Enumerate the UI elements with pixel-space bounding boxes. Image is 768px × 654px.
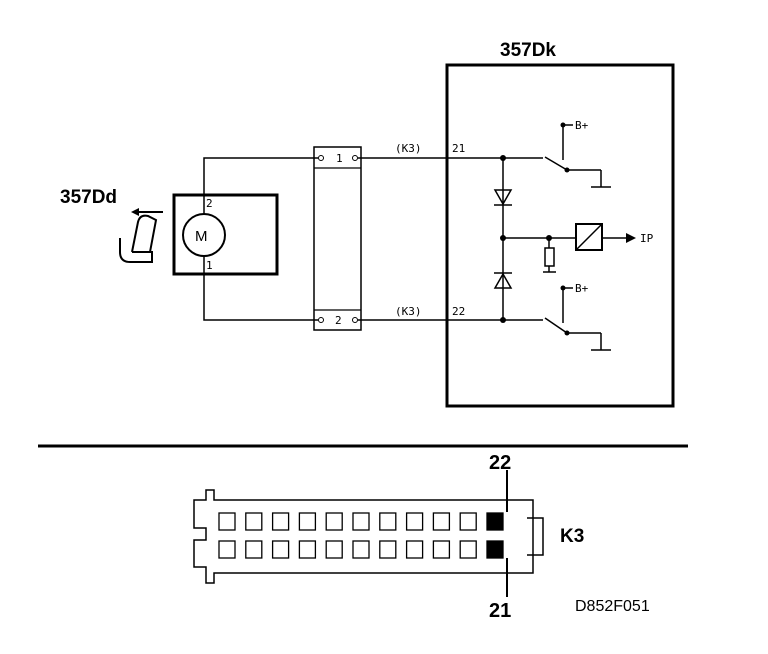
pin-cavity (352, 540, 370, 559)
connector-name-label: K3 (560, 526, 584, 547)
diode-bottom (493, 272, 513, 289)
pin-cavity (325, 512, 343, 531)
seat-icon (119, 214, 158, 263)
motor-symbol-label: M (195, 228, 208, 245)
control-unit-title: 357Dk (500, 40, 556, 61)
pin-cavity (459, 512, 477, 531)
connector-pin-grid (218, 512, 504, 559)
pin-cavity (325, 540, 343, 559)
pin-cavity (459, 540, 477, 559)
pin-cavity (245, 512, 263, 531)
pin-cavity (352, 512, 370, 531)
converter-block (575, 223, 603, 251)
inline-connector-terminals (318, 155, 358, 323)
pin-21-cavity (486, 540, 504, 559)
pin-cavity (379, 512, 397, 531)
output-arrow-icon (626, 233, 636, 243)
supply-label-top: B+ (575, 119, 589, 132)
pin-cavity (379, 540, 397, 559)
harness-label-bottom: (K3) (395, 305, 422, 318)
pin-cavity (218, 512, 236, 531)
motor-housing (172, 193, 279, 276)
inline-connector-pin-bottom: 2 (335, 314, 342, 327)
pin-cavity (298, 512, 317, 531)
pin-22-label: 22 (489, 452, 511, 474)
internal-circuit (502, 124, 627, 351)
pin-21-label: 21 (489, 600, 511, 622)
connector-name-bracket (527, 517, 544, 556)
motor-pin-bottom: 1 (206, 259, 213, 272)
pin-22-cavity (486, 512, 504, 531)
harness-wires (358, 157, 503, 321)
pin-cavity (405, 512, 424, 531)
pin-cavity (432, 540, 451, 559)
pin-cavity (405, 540, 424, 559)
figure-code: D852F051 (575, 598, 650, 615)
terminal-label-top: 21 (452, 142, 465, 155)
motor-leads (203, 157, 318, 321)
connector-face-outline (193, 489, 534, 584)
junction-dots (500, 122, 570, 336)
harness-label-top: (K3) (395, 142, 422, 155)
pin-cavity (298, 540, 317, 559)
pin-cavity (271, 540, 290, 559)
pin-cavity (271, 512, 290, 531)
output-signal-label: IP (640, 232, 654, 245)
motor-pin-top: 2 (206, 197, 213, 210)
inline-connector-pin-top: 1 (336, 152, 343, 165)
control-unit-box (445, 63, 675, 408)
diode-top (493, 189, 513, 206)
pin-cavity (245, 540, 263, 559)
component-ref-label: 357Dd (60, 187, 117, 208)
supply-label-bottom: B+ (575, 282, 589, 295)
pin-cavity (432, 512, 451, 531)
component-ref-arrowhead (131, 208, 139, 216)
inline-connector (313, 146, 362, 331)
terminal-label-bottom: 22 (452, 305, 465, 318)
pin-cavity (218, 540, 236, 559)
